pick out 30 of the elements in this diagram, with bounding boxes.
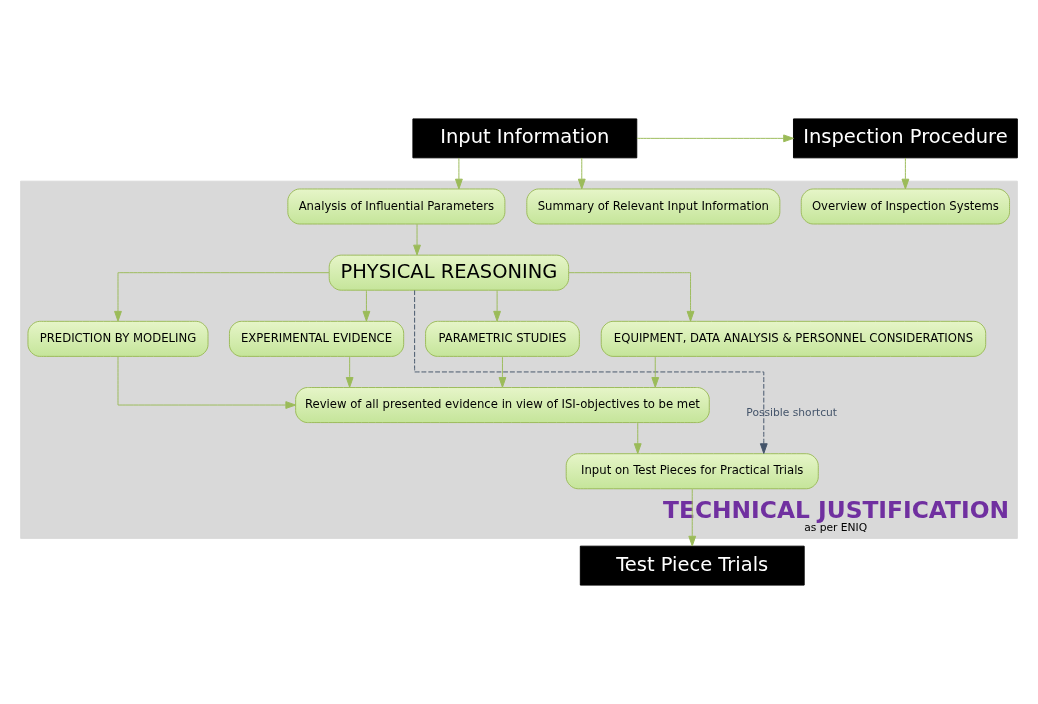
- node-box: PHYSICAL REASONING: [328, 254, 570, 291]
- arrow: [577, 157, 586, 190]
- arrow: [636, 134, 794, 143]
- node-box: Overview of Inspection Systems: [800, 188, 1011, 225]
- arrow: [651, 356, 660, 388]
- node-box: Inspection Procedure: [793, 118, 1018, 159]
- arrow: [362, 289, 371, 322]
- arrow: [568, 272, 695, 322]
- edge-label: Possible shortcut: [746, 406, 838, 420]
- node-box: Input on Test Pieces for Practical Trials: [565, 453, 819, 490]
- arrow: [413, 223, 421, 256]
- node-box: EXPERIMENTAL EVIDENCE: [228, 320, 405, 357]
- node-box: Analysis of Influential Parameters: [287, 188, 506, 225]
- arrow: [117, 356, 297, 409]
- arrow: [114, 272, 330, 322]
- arrow: [493, 289, 501, 322]
- node-box: Review of all presented evidence in view of ISI-objectives to be met: [295, 387, 710, 424]
- node-box: EQUIPMENT, DATA ANALYSIS & PERSONNEL CONSIDERATIONS: [600, 320, 987, 357]
- node-box: PREDICTION BY MODELING: [27, 320, 209, 357]
- arrow: [688, 488, 697, 547]
- arrow: [414, 289, 768, 454]
- node-box: Summary of Relevant Input Information: [526, 188, 781, 225]
- arrow: [498, 356, 507, 388]
- arrow: [901, 157, 910, 190]
- node-box: Test Piece Trials: [579, 545, 805, 586]
- node-box: Input Information: [412, 118, 638, 159]
- arrow: [455, 157, 463, 190]
- arrow: [633, 422, 642, 454]
- node-box: PARAMETRIC STUDIES: [425, 320, 580, 357]
- arrow: [345, 356, 354, 388]
